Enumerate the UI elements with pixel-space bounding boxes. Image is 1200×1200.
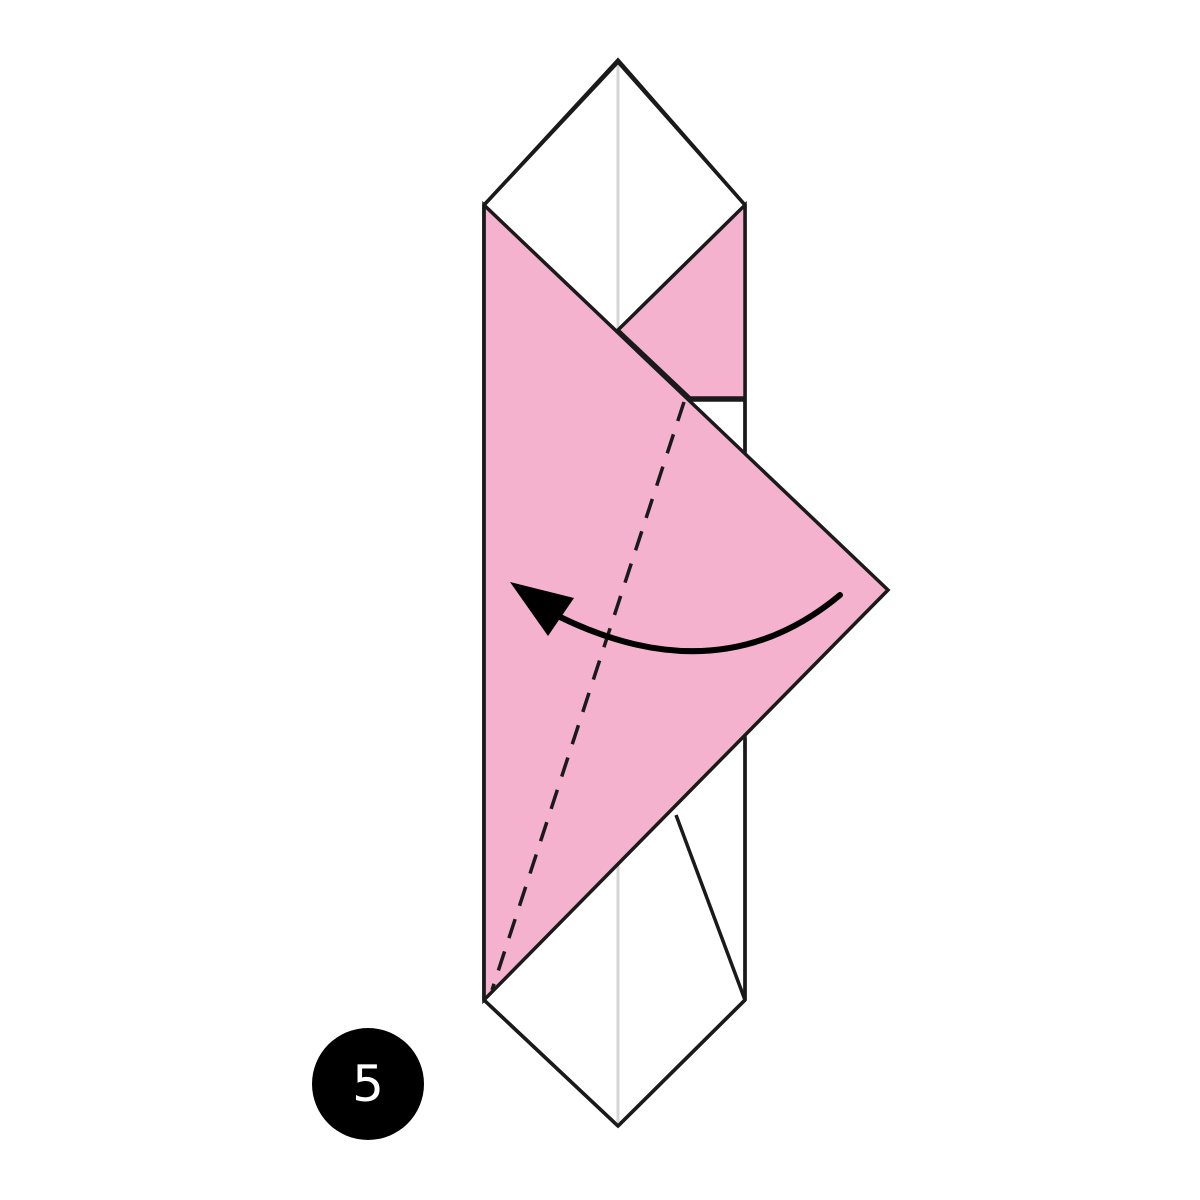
valley-fold-dashed-line bbox=[490, 401, 686, 991]
step-number-badge: 5 bbox=[312, 1028, 424, 1140]
bottom-left-edge bbox=[482, 998, 620, 1128]
inner-diagonal-edge bbox=[674, 814, 747, 1001]
pink-small-flap bbox=[615, 200, 747, 400]
bottom-right-edge bbox=[616, 998, 747, 1128]
top-right-edge bbox=[616, 60, 747, 207]
top-left-edge bbox=[482, 60, 620, 207]
curved-fold-arrow bbox=[557, 592, 843, 655]
step-number-label: 5 bbox=[352, 1055, 384, 1113]
fold-arrow-head-icon bbox=[510, 582, 574, 636]
